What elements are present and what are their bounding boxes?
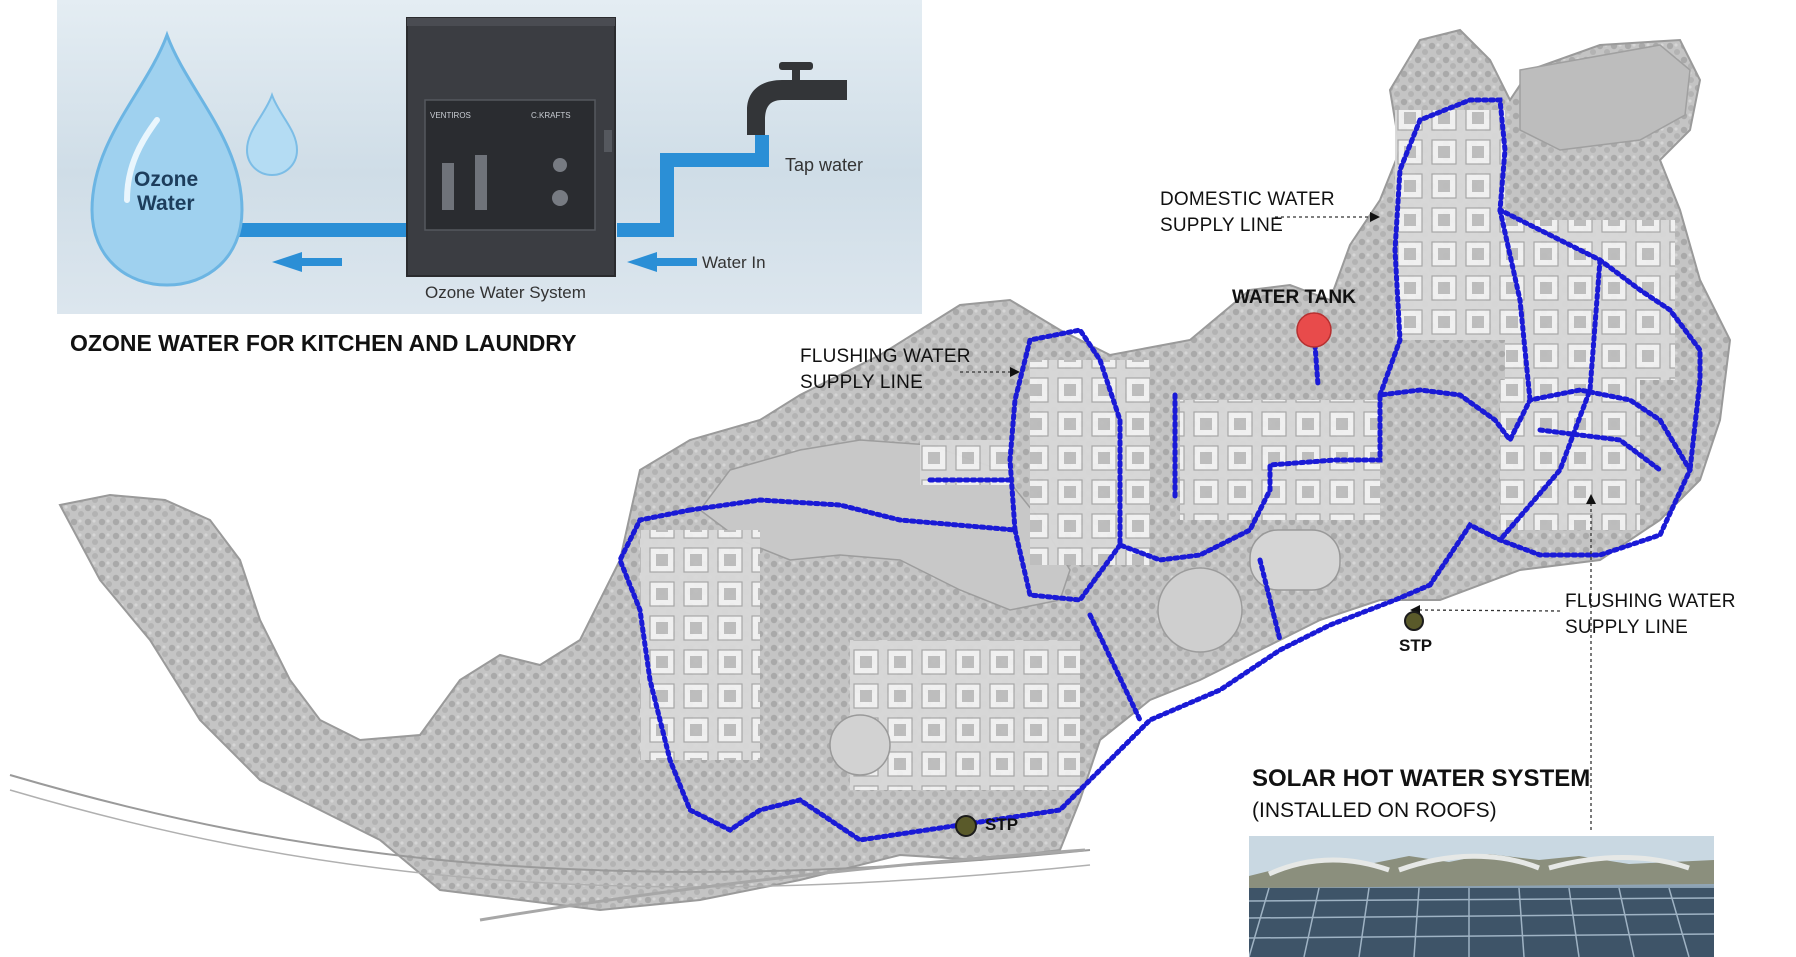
solar-panels-drawing xyxy=(1249,836,1714,957)
ozone-drop xyxy=(90,30,244,287)
tank-spur-line xyxy=(1312,342,1321,388)
drop-label-line1: Ozone xyxy=(134,168,199,191)
building-clusters xyxy=(640,110,1675,790)
north-cross2-line xyxy=(1537,427,1663,473)
flushing-water-label-right-line1: FLUSHING WATER xyxy=(1565,591,1736,612)
stp-label-east: STP xyxy=(1399,636,1433,655)
flushing-right-leader xyxy=(1419,609,1561,612)
spur-south-line xyxy=(1087,612,1143,723)
domestic-water-label-line1: DOMESTIC WATER xyxy=(1160,189,1335,210)
water-supply-network xyxy=(617,97,1703,843)
central-inner-line xyxy=(1012,527,1123,603)
flushing-water-label-right-line2: SUPPLY LINE xyxy=(1565,617,1688,638)
stp-marker-east xyxy=(1404,611,1424,631)
ozone-diagram xyxy=(90,17,847,287)
west-loop-line xyxy=(687,497,1018,533)
flushing-water-label-left-line2: SUPPLY LINE xyxy=(800,372,923,393)
water-in-label: Water In xyxy=(702,253,766,272)
stp-marker-south xyxy=(955,815,977,837)
device-brand-right: C.KRAFTS xyxy=(531,111,571,120)
water-tank-marker xyxy=(1296,312,1332,348)
solar-arrow xyxy=(1586,494,1596,504)
spur-south2-line xyxy=(1257,557,1283,643)
system-caption: Ozone Water System xyxy=(425,283,586,302)
small-drop xyxy=(245,91,299,177)
device-brand-left: VENTIROS xyxy=(430,111,471,120)
south-loop-line xyxy=(617,507,1433,843)
solar-subtitle: (INSTALLED ON ROOFS) xyxy=(1252,799,1497,822)
water-tank-label: WATER TANK xyxy=(1232,287,1356,308)
flushing-water-label-left-line1: FLUSHING WATER xyxy=(800,346,971,367)
water-pipe xyxy=(237,135,769,237)
solar-title: SOLAR HOT WATER SYSTEM xyxy=(1252,765,1591,792)
ozone-water-illustration: Ozone Water VENTIROS C.KRAFTS Tap water … xyxy=(57,0,922,314)
north-cross-line xyxy=(1497,257,1603,543)
tap-faucet xyxy=(747,80,847,135)
stp-label-south: STP xyxy=(985,815,1019,834)
domestic-arrow xyxy=(1370,212,1380,222)
tap-label: Tap water xyxy=(785,155,864,175)
north-inner-line xyxy=(1497,207,1533,403)
inflow-arrow xyxy=(627,252,697,272)
leader-lines xyxy=(960,216,1592,830)
drop-label-line2: Water xyxy=(137,192,195,215)
ozone-title: OZONE WATER FOR KITCHEN AND LAUNDRY xyxy=(70,330,577,356)
solar-panels-photo xyxy=(1249,836,1714,957)
outflow-arrow xyxy=(272,252,342,272)
domestic-water-label-line2: SUPPLY LINE xyxy=(1160,215,1283,236)
flushing-left-arrow xyxy=(1010,367,1020,377)
